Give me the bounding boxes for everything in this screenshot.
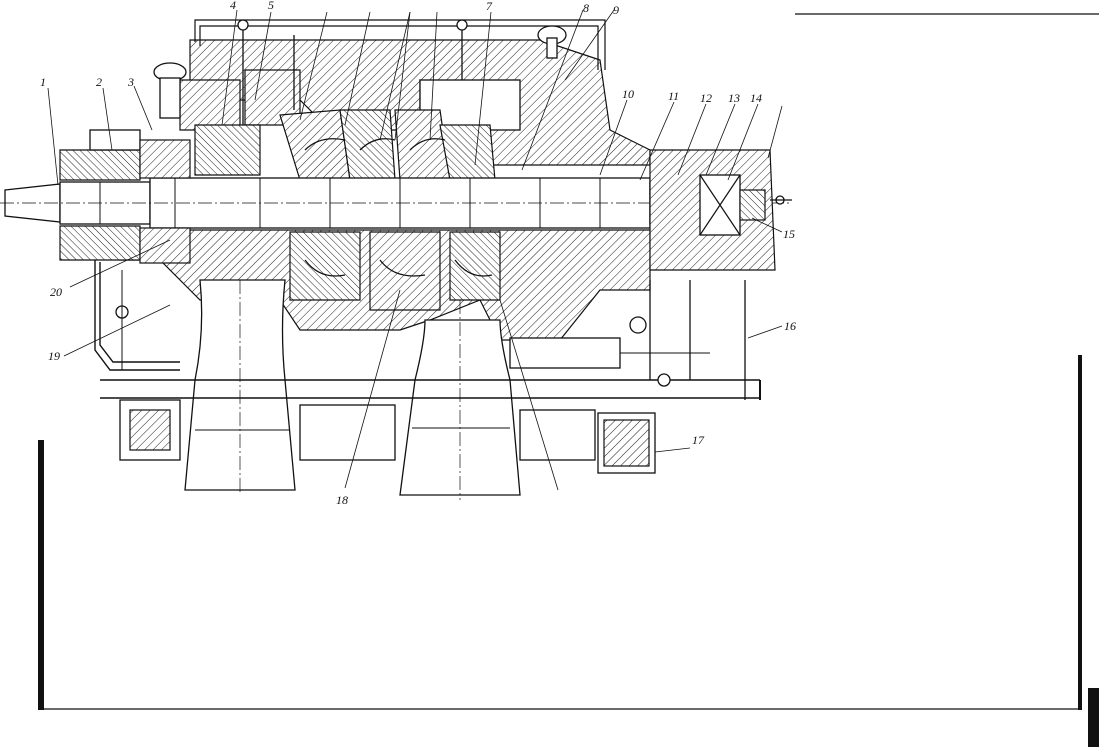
callout-14: 14 [750, 91, 762, 105]
callout-18: 18 [336, 493, 348, 507]
callout-7: 7 [486, 0, 493, 13]
right-bearing-housing [649, 149, 792, 271]
page-frame [38, 13, 1099, 747]
callout-19: 19 [48, 349, 60, 363]
base-frame [100, 280, 761, 474]
callout-11: 11 [668, 89, 679, 103]
callout-1: 1 [40, 75, 46, 89]
lower-casing [119, 229, 651, 341]
callout-13: 13 [728, 91, 740, 105]
leader-lines [47, 9, 783, 491]
impeller-stages-upper [194, 109, 496, 181]
callout-5: 5 [268, 0, 274, 12]
corner-block [1088, 688, 1099, 747]
callout-2: 2 [96, 75, 102, 89]
callout-labels: 1 2 3 4 5 7 8 9 10 11 12 13 14 15 16 17 … [40, 0, 796, 507]
callout-10: 10 [622, 87, 634, 101]
right-duct [399, 300, 521, 500]
callout-12: 12 [700, 91, 712, 105]
callout-20: 20 [50, 285, 62, 299]
callout-15: 15 [783, 227, 795, 241]
left-duct [184, 279, 296, 495]
callout-4: 4 [230, 0, 236, 12]
callout-9: 9 [613, 3, 619, 17]
left-bearing-housing [59, 129, 191, 264]
upper-casing [153, 19, 651, 166]
right-margin-bar [1078, 355, 1082, 710]
callout-17: 17 [692, 433, 705, 447]
callout-16: 16 [784, 319, 796, 333]
oil-piping [94, 260, 671, 387]
callout-8: 8 [583, 1, 589, 15]
callout-3: 3 [127, 75, 134, 89]
left-margin-bar [38, 440, 44, 710]
